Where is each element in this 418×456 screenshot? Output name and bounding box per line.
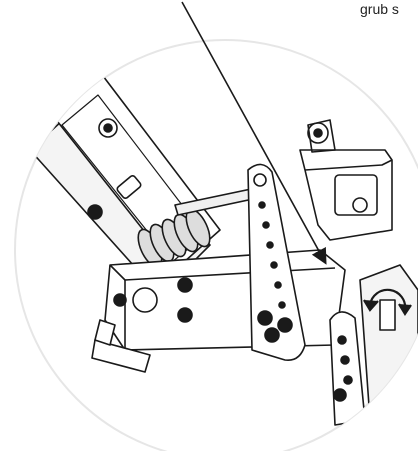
callout-label: grub s: [360, 1, 399, 17]
rotation-arrow-icon: [363, 288, 412, 317]
callout-arrow: [181, 1, 327, 265]
main-body-block: [104, 249, 346, 351]
coil-spring: [137, 208, 211, 268]
clip-part: [91, 319, 151, 373]
vertical-link: [247, 163, 306, 362]
servo-bracket: [299, 119, 393, 241]
